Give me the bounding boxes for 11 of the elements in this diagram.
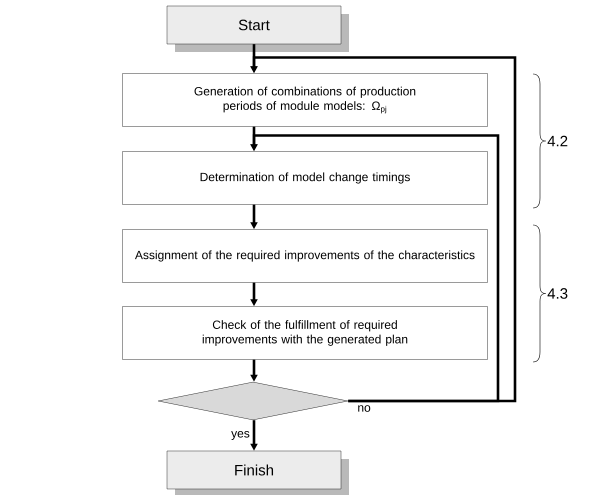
edge-label: no <box>356 404 372 413</box>
terminal-box: Finish <box>166 450 349 495</box>
process-box: Determination of model change timings <box>122 151 488 205</box>
section-number: 4.2 <box>548 136 568 146</box>
process-box: Generation of combinations of production periods of module models: Ω$_{pj}$ <box>122 73 488 127</box>
process-box: Check of the fulfillment of required improvements with the generated plan <box>122 306 488 360</box>
process-box: Assignment of the required improvements of the characteristics <box>122 229 488 283</box>
terminal-box: Start <box>166 6 349 52</box>
decision-diamond <box>158 382 348 420</box>
section-number: 4.3 <box>548 288 568 299</box>
edge-label: yes <box>230 430 251 441</box>
